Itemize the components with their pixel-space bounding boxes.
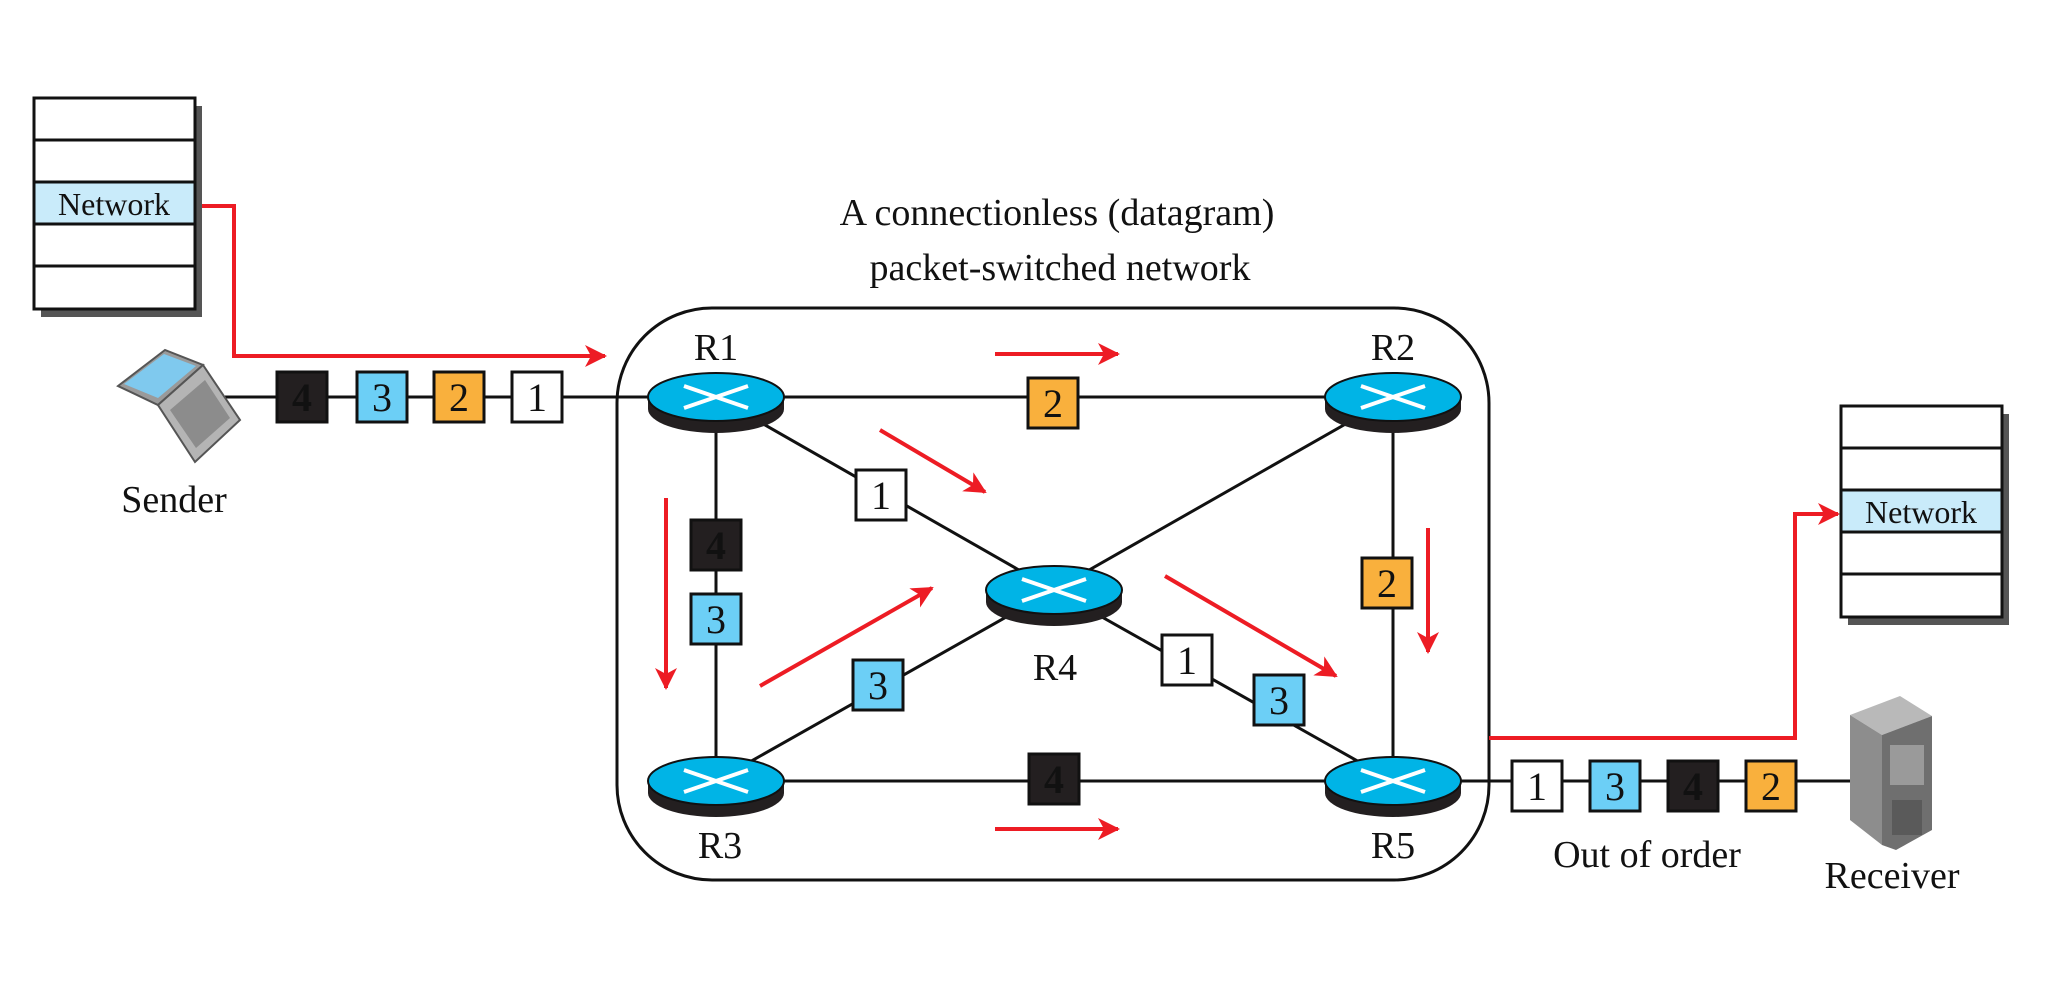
title-line-2: packet-switched network xyxy=(870,247,1251,289)
sender-network-layer xyxy=(32,180,197,226)
router-label-r5: R5 xyxy=(1371,825,1415,867)
router-cross-icon xyxy=(1360,384,1426,410)
router-label-r1: R1 xyxy=(694,327,738,369)
receiver-protocol-stack: Network xyxy=(1839,404,2009,625)
receiver-queue-packet: 3 xyxy=(1588,759,1642,813)
packet-number: 2 xyxy=(1377,561,1397,606)
link-r4-r5 xyxy=(1053,588,1394,783)
receiver-queue-packet: 2 xyxy=(1744,759,1798,813)
link-r2-r4 xyxy=(1053,395,1394,592)
router-cross-icon xyxy=(683,384,749,410)
sender-queue-packet: 3 xyxy=(355,370,409,424)
router-cross-icon xyxy=(1360,768,1426,794)
packet-number: 2 xyxy=(1761,764,1781,809)
packet-number: 3 xyxy=(1605,764,1625,809)
packet-r3-r4: 3 xyxy=(851,658,905,712)
router-r3 xyxy=(647,756,785,817)
packet-r1-r3-top: 4 xyxy=(689,518,743,572)
flow-arrows xyxy=(196,204,1840,840)
out-of-order-caption: Out of order xyxy=(1553,834,1741,876)
receiver-network-layer xyxy=(1839,488,2004,534)
title-line-1: A connectionless (datagram) xyxy=(840,192,1275,234)
packet-number: 4 xyxy=(706,523,726,568)
packet-number: 4 xyxy=(1683,764,1703,809)
sender-protocol-stack: Network xyxy=(32,96,202,317)
packet-r3-r5: 4 xyxy=(1027,752,1081,806)
packet-number: 3 xyxy=(868,663,888,708)
sender-queue-packet: 4 xyxy=(275,370,329,424)
packet-number: 3 xyxy=(706,597,726,642)
packet-number: 4 xyxy=(292,375,312,420)
router-r4 xyxy=(985,565,1123,626)
routers xyxy=(647,372,1462,817)
packet-r4-r5-a: 1 xyxy=(1160,633,1214,687)
packet-number: 1 xyxy=(871,473,891,518)
packet-number: 1 xyxy=(1527,764,1547,809)
packet-r2-r5: 2 xyxy=(1360,556,1414,610)
packet-r4-r5-b: 3 xyxy=(1252,673,1306,727)
receiver-network-layer-label: Network xyxy=(1865,494,1977,530)
sender-network-layer-label: Network xyxy=(58,186,170,222)
router-label-r3: R3 xyxy=(698,825,742,867)
receiver-label: Receiver xyxy=(1824,855,1959,897)
packets: 4 3 2 1 1 3 4 2 2 1 4 3 3 1 3 2 4 xyxy=(275,370,1798,813)
sender-label: Sender xyxy=(121,479,227,521)
packet-number: 2 xyxy=(449,375,469,420)
packet-number: 1 xyxy=(1177,638,1197,683)
network-boundary xyxy=(615,306,1491,882)
arrow-r4-r5-flow xyxy=(1163,574,1338,678)
packet-number: 3 xyxy=(1269,678,1289,723)
arrow-r3-r4-flow xyxy=(759,586,934,688)
sender-queue-packet: 1 xyxy=(510,370,564,424)
packet-number: 1 xyxy=(527,375,547,420)
arrow-network-to-receiver-stack xyxy=(1489,503,1840,740)
router-r1 xyxy=(647,372,785,433)
receiver-queue-packet: 4 xyxy=(1666,759,1720,813)
router-r5 xyxy=(1324,756,1462,817)
server-icon xyxy=(1850,696,1932,850)
router-cross-icon xyxy=(683,768,749,794)
router-label-r2: R2 xyxy=(1371,327,1415,369)
sender-queue-packet: 2 xyxy=(432,370,486,424)
packet-r1-r4: 1 xyxy=(854,468,908,522)
packet-r1-r3-bottom: 3 xyxy=(689,592,743,646)
arrow-sender-stack-to-network xyxy=(196,204,607,367)
packet-number: 3 xyxy=(372,375,392,420)
router-label-r4: R4 xyxy=(1033,647,1077,689)
arrow-r1-r4-flow xyxy=(878,428,987,494)
packet-number: 2 xyxy=(1043,381,1063,426)
router-cross-icon xyxy=(1021,577,1087,603)
router-r2 xyxy=(1324,372,1462,433)
laptop-icon xyxy=(116,348,242,464)
receiver-queue-packet: 1 xyxy=(1510,759,1564,813)
packet-r1-r2: 2 xyxy=(1026,376,1080,430)
packet-number: 4 xyxy=(1044,757,1064,802)
